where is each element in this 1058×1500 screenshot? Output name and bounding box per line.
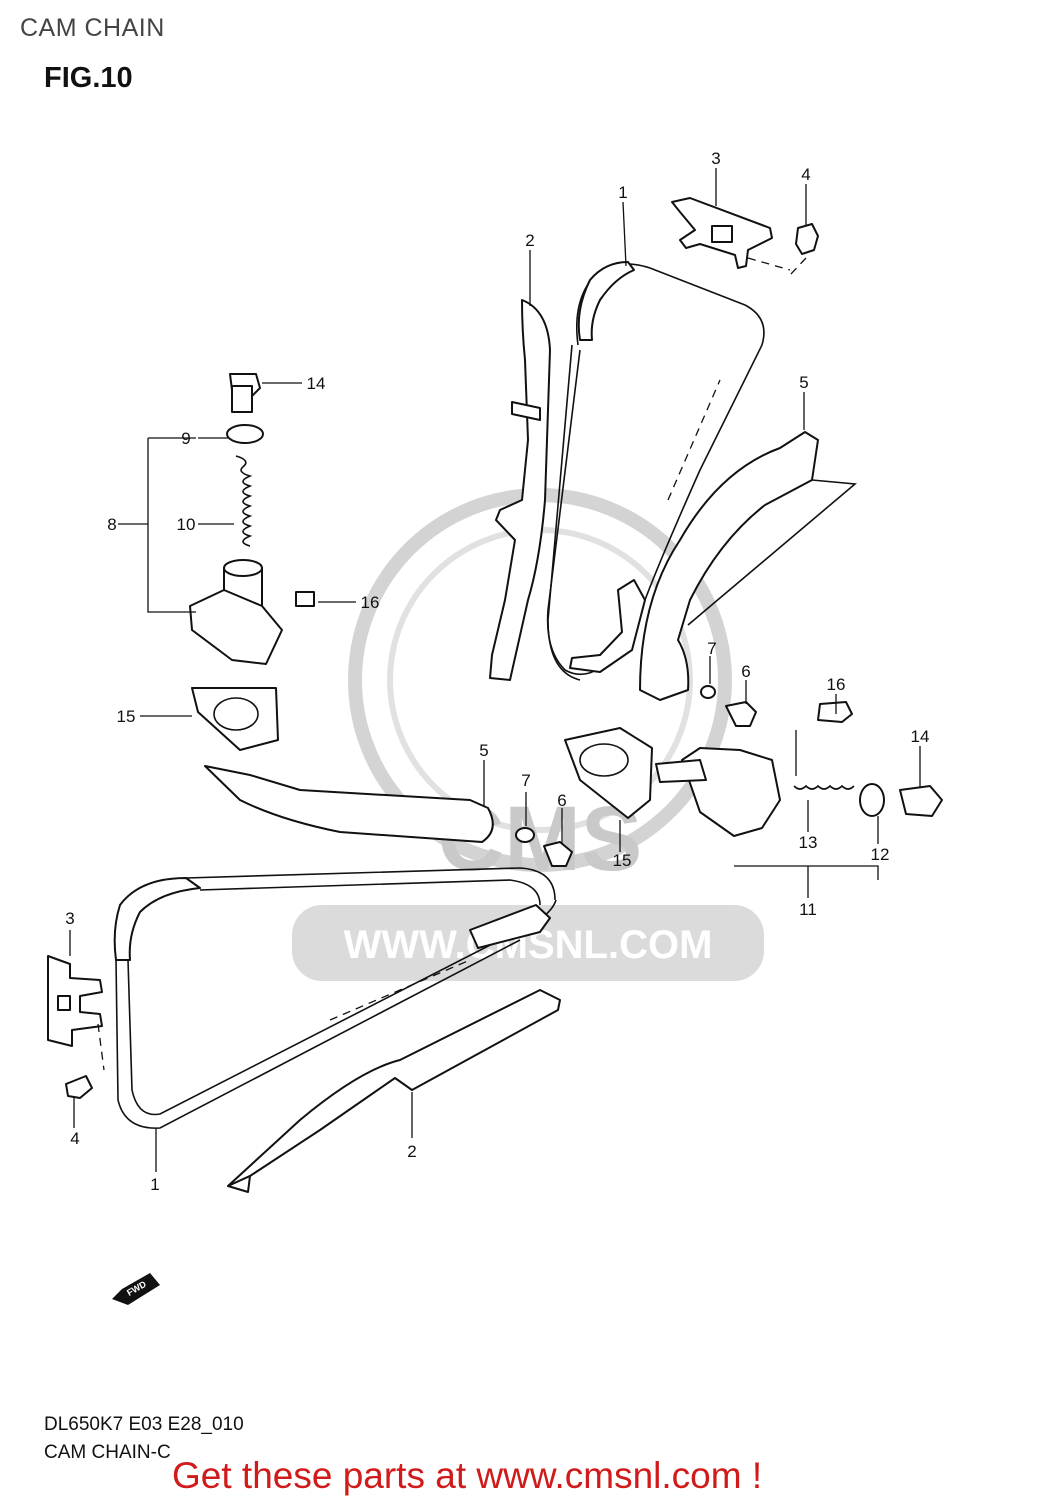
callout-4-top: 4 <box>801 165 810 184</box>
leader-lines <box>69 168 921 1172</box>
fwd-arrow-body <box>112 1273 160 1305</box>
callout-15-middle: 15 <box>613 851 632 870</box>
gasket-middle <box>564 727 653 819</box>
callout-3-top: 3 <box>711 149 720 168</box>
callout-8: 8 <box>107 515 116 534</box>
callout-labels: 1 2 3 4 5 14 9 8 10 16 15 5 7 6 15 7 6 1… <box>65 149 929 1194</box>
callout-4-left: 4 <box>70 1129 79 1148</box>
cam-chain-upper <box>546 261 765 681</box>
page-title: CAM CHAIN <box>20 14 165 42</box>
shop-link-banner[interactable]: Get these parts at www.cmsnl.com ! <box>172 1455 763 1496</box>
callout-5-middle: 5 <box>479 741 488 760</box>
callout-16-left: 16 <box>361 593 380 612</box>
callout-11: 11 <box>799 900 817 919</box>
tensioner-blade-middle <box>204 765 573 867</box>
callout-14-left: 14 <box>307 374 326 393</box>
callout-15-left: 15 <box>117 707 136 726</box>
callout-6-right: 6 <box>741 662 750 681</box>
tensioner-assembly-right <box>655 685 943 880</box>
tensioner-blade-right <box>639 431 857 701</box>
chain-guide-upper <box>489 299 551 681</box>
diagram-name: CAM CHAIN-C <box>44 1442 171 1463</box>
chain-guide-plate-top <box>671 197 819 276</box>
callout-14-right: 14 <box>911 727 930 746</box>
callout-1-top: 1 <box>618 183 627 202</box>
diagram-code: DL650K7 E03 E28_010 <box>44 1414 244 1435</box>
chain-guide-lower <box>227 989 561 1193</box>
figure-label: FIG.10 <box>44 62 133 94</box>
callout-2-bottom: 2 <box>407 1142 416 1161</box>
callout-5-right: 5 <box>799 373 808 392</box>
callout-1-bottom: 1 <box>150 1175 159 1194</box>
callout-3-left: 3 <box>65 909 74 928</box>
watermark-url-band <box>292 905 764 981</box>
callout-16-right: 16 <box>827 675 846 694</box>
callout-9: 9 <box>181 429 190 448</box>
callout-7-middle: 7 <box>521 771 530 790</box>
callout-6-middle: 6 <box>557 791 566 810</box>
tensioner-assembly-left <box>147 373 315 751</box>
cam-chain-lower <box>113 867 557 1129</box>
callout-12: 12 <box>871 845 890 864</box>
callout-7-right: 7 <box>707 639 716 658</box>
callout-13: 13 <box>799 833 818 852</box>
watermark: CMS WWW.CMSNL.COM <box>292 488 764 981</box>
callout-10: 10 <box>177 515 196 534</box>
callout-2-top: 2 <box>525 231 534 250</box>
fwd-arrow-icon: FWD <box>112 1273 160 1305</box>
chain-guide-plate-left <box>47 955 105 1099</box>
